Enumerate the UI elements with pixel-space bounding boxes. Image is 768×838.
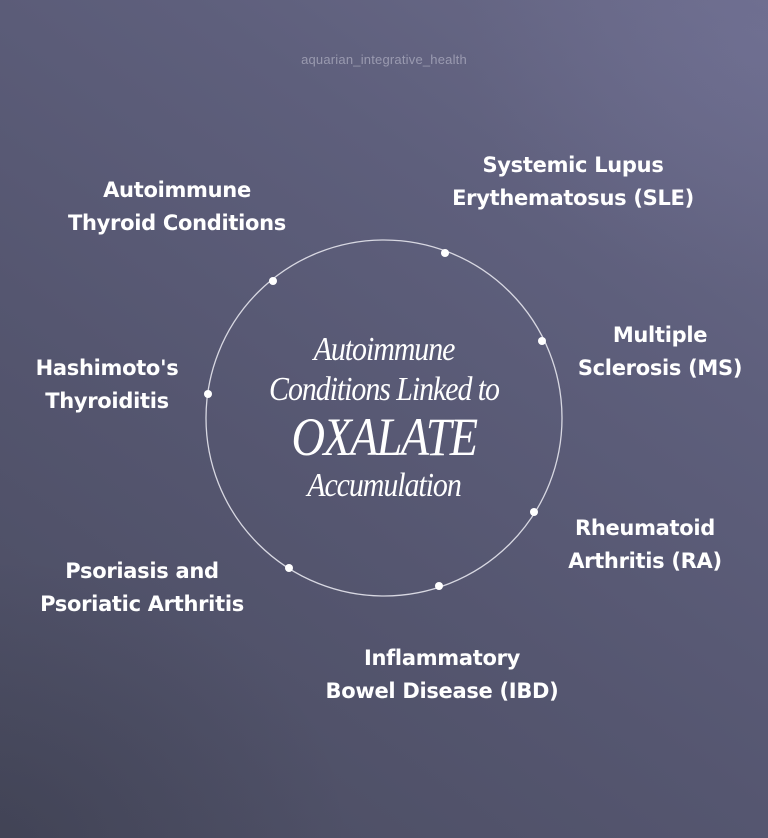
condition-line-2: Sclerosis (MS) [577, 356, 743, 380]
condition-line-1: Rheumatoid [574, 516, 716, 540]
condition-line-2: Thyroid Conditions [67, 211, 287, 235]
center-title-line-2: Conditions Linked to [269, 371, 500, 408]
node-dot-ra [530, 508, 538, 516]
condition-line-2: Psoriatic Arthritis [40, 592, 244, 616]
condition-line-2: Bowel Disease (IBD) [325, 679, 559, 703]
center-title-oxalate: OXALATE [291, 407, 479, 467]
node-dot-psoriasis [285, 564, 293, 572]
condition-autoimmune-thyroid: Autoimmune Thyroid Conditions [47, 174, 307, 240]
condition-line-2: Thyroiditis [45, 389, 169, 413]
condition-ibd: Inflammatory Bowel Disease (IBD) [292, 642, 592, 708]
condition-ra: Rheumatoid Arthritis (RA) [545, 512, 745, 578]
node-dot-ms [538, 337, 546, 345]
condition-hashimotos: Hashimoto's Thyroiditis [17, 352, 197, 418]
center-title-line-1: Autoimmune [313, 331, 456, 368]
condition-ms: Multiple Sclerosis (MS) [560, 319, 760, 385]
condition-line-1: Inflammatory [363, 646, 521, 670]
node-dot-ibd [435, 582, 443, 590]
condition-line-2: Erythematosus (SLE) [452, 186, 694, 210]
condition-line-1: Autoimmune [103, 178, 251, 202]
condition-line-1: Multiple [612, 323, 708, 347]
node-dot-autoimmune-thyroid [269, 277, 277, 285]
condition-sle: Systemic Lupus Erythematosus (SLE) [423, 149, 723, 215]
condition-line-1: Systemic Lupus [482, 153, 664, 177]
node-dot-hashimotos [204, 390, 212, 398]
orbit-circle [205, 239, 563, 597]
condition-psoriasis: Psoriasis and Psoriatic Arthritis [17, 555, 267, 621]
condition-line-1: Psoriasis and [65, 559, 219, 583]
condition-line-1: Hashimoto's [35, 356, 179, 380]
condition-line-2: Arthritis (RA) [568, 549, 722, 573]
center-title: Autoimmune Conditions Linked to OXALATE … [184, 330, 584, 506]
watermark-handle: aquarian_integrative_health [301, 52, 467, 67]
node-dot-sle [441, 249, 449, 257]
center-title-line-4: Accumulation [307, 467, 462, 504]
